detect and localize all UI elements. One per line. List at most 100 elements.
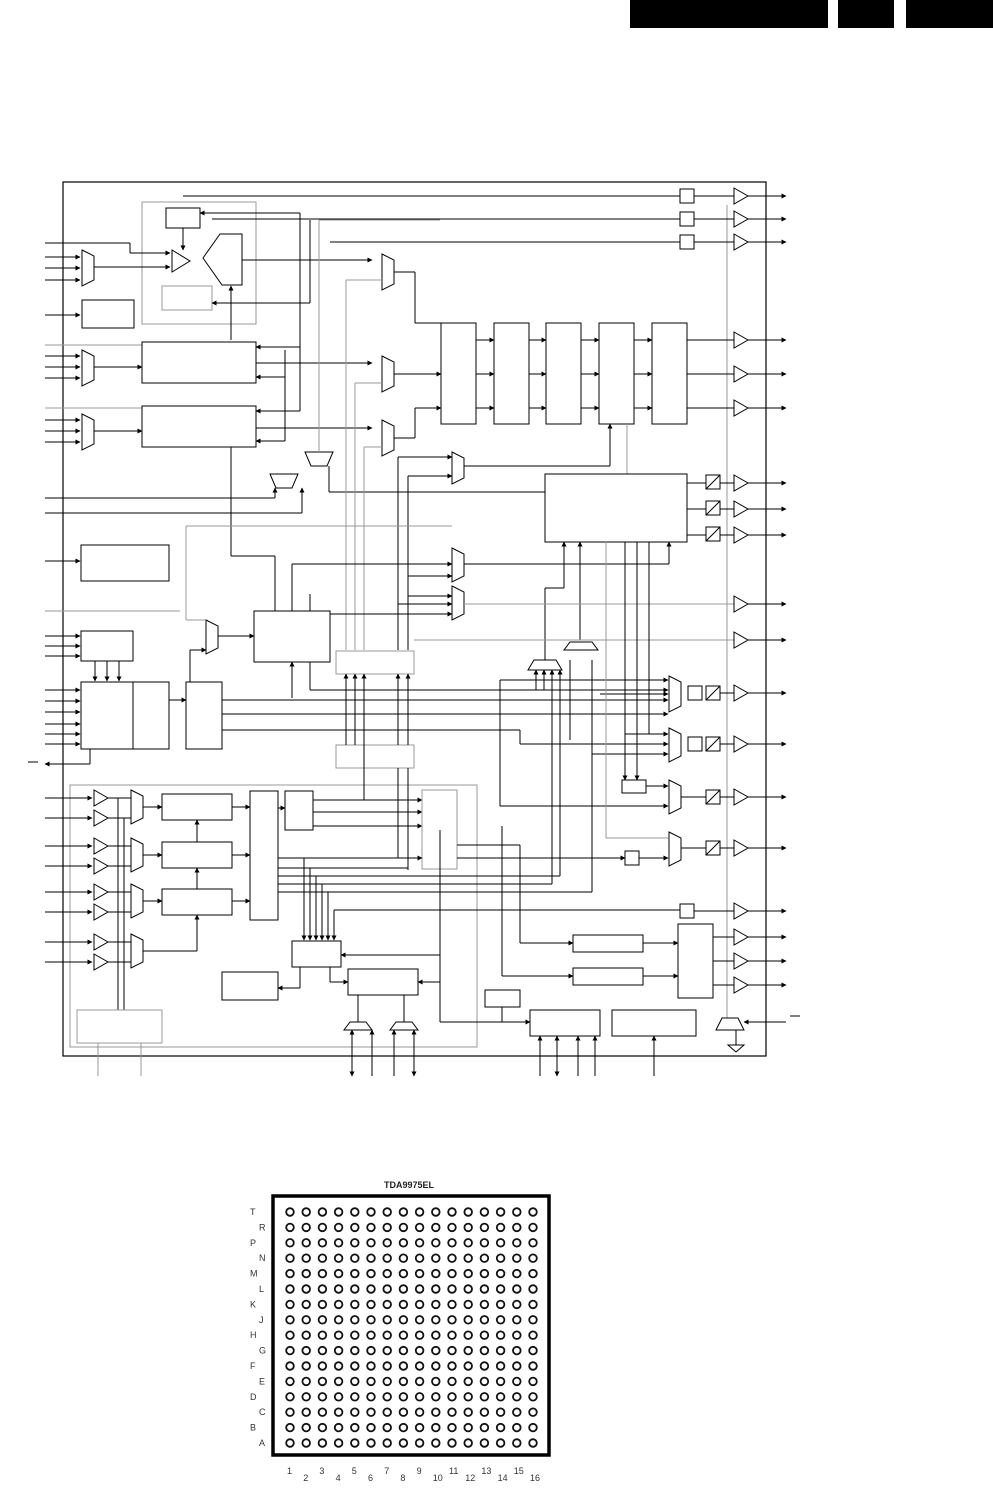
ball-P12: [463, 1238, 473, 1248]
ball-C13: [479, 1407, 490, 1417]
ball-A11: [447, 1438, 457, 1448]
audio-section: [45, 700, 665, 1077]
ball-E3: [317, 1376, 328, 1387]
video-processing-chain: [397, 322, 787, 650]
ball-L3: [317, 1284, 328, 1294]
ball-H8: [398, 1330, 409, 1340]
ball-K13: [479, 1299, 490, 1310]
ball-D12: [463, 1392, 473, 1402]
ball-L1: [285, 1284, 295, 1294]
ball-B13: [479, 1422, 490, 1433]
ball-R11: [447, 1222, 457, 1233]
ball-C12: [463, 1407, 473, 1417]
ball-R9: [414, 1222, 425, 1233]
ball-N6: [366, 1253, 376, 1263]
row-label-D: D: [250, 1392, 257, 1402]
ball-J6: [366, 1315, 376, 1325]
ball-A16: [528, 1438, 538, 1448]
ball-A14: [495, 1438, 506, 1448]
ball-C10: [431, 1407, 441, 1417]
ball-C2: [301, 1407, 311, 1417]
ball-E11: [447, 1376, 457, 1387]
column-label-14: 14: [498, 1473, 508, 1483]
ball-B7: [382, 1422, 392, 1433]
ball-N7: [382, 1253, 392, 1263]
ball-C7: [382, 1407, 392, 1417]
ball-J8: [398, 1315, 409, 1325]
ball-M9: [414, 1268, 425, 1279]
ball-H14: [495, 1330, 506, 1340]
ball-L16: [528, 1284, 538, 1294]
row-label-N: N: [259, 1253, 266, 1263]
ball-A1: [285, 1438, 295, 1448]
ball-C15: [512, 1407, 522, 1417]
ball-N4: [333, 1253, 344, 1263]
ball-G7: [382, 1345, 392, 1356]
ball-K3: [317, 1299, 328, 1310]
ball-T2: [301, 1207, 311, 1217]
ball-P11: [447, 1238, 457, 1248]
ball-J7: [382, 1315, 392, 1325]
ball-P6: [366, 1238, 376, 1248]
ball-M7: [382, 1268, 392, 1279]
ball-C16: [528, 1407, 538, 1417]
ball-H5: [350, 1330, 360, 1340]
row-label-H: H: [250, 1330, 257, 1340]
ball-P7: [382, 1238, 392, 1248]
ball-F15: [512, 1361, 522, 1371]
ball-L15: [512, 1284, 522, 1294]
ball-J16: [528, 1315, 538, 1325]
ball-T3: [317, 1207, 328, 1217]
ball-F16: [528, 1361, 538, 1371]
ball-D11: [447, 1392, 457, 1402]
ball-L8: [398, 1284, 409, 1294]
ball-T5: [350, 1207, 360, 1217]
ball-K8: [398, 1299, 409, 1310]
row-label-G: G: [259, 1346, 266, 1356]
ball-G1: [285, 1345, 295, 1356]
ball-K6: [366, 1299, 376, 1310]
ball-P10: [431, 1238, 441, 1248]
ball-B9: [414, 1422, 425, 1433]
ball-H9: [414, 1330, 425, 1340]
header-black-block-1: [630, 0, 828, 28]
ball-N5: [350, 1253, 360, 1263]
ball-B2: [301, 1422, 311, 1433]
clamp-subsystem-frame: [141, 201, 257, 325]
ball-P1: [285, 1238, 295, 1248]
ball-T4: [333, 1207, 344, 1217]
ball-D8: [398, 1392, 409, 1402]
ball-D7: [382, 1392, 392, 1402]
ball-T14: [495, 1207, 506, 1217]
block-diagram: [28, 181, 800, 1077]
ball-R2: [301, 1222, 311, 1233]
ball-K4: [333, 1299, 344, 1310]
ball-T12: [463, 1207, 473, 1217]
row-label-M: M: [250, 1269, 258, 1279]
ball-J15: [512, 1315, 522, 1325]
ball-F13: [479, 1361, 490, 1371]
ball-D3: [317, 1392, 328, 1402]
ball-R6: [366, 1222, 376, 1233]
ball-C4: [333, 1407, 344, 1417]
ball-F8: [398, 1361, 409, 1371]
column-label-15: 15: [514, 1466, 524, 1476]
ball-T1: [285, 1207, 295, 1217]
ball-R3: [317, 1222, 328, 1233]
row-label-A: A: [259, 1438, 265, 1448]
header-black-block-3: [906, 0, 993, 28]
row-label-C: C: [259, 1407, 266, 1417]
ball-A7: [382, 1438, 392, 1448]
ball-R15: [512, 1222, 522, 1233]
ball-P3: [317, 1238, 328, 1248]
right-lower-outputs: [457, 542, 800, 1077]
ball-E12: [463, 1376, 473, 1387]
video-input-muxes: [345, 253, 442, 650]
ball-D5: [350, 1392, 360, 1402]
ball-H6: [366, 1330, 376, 1340]
ball-M6: [366, 1268, 376, 1279]
ball-L11: [447, 1284, 457, 1294]
row-label-R: R: [259, 1222, 266, 1232]
